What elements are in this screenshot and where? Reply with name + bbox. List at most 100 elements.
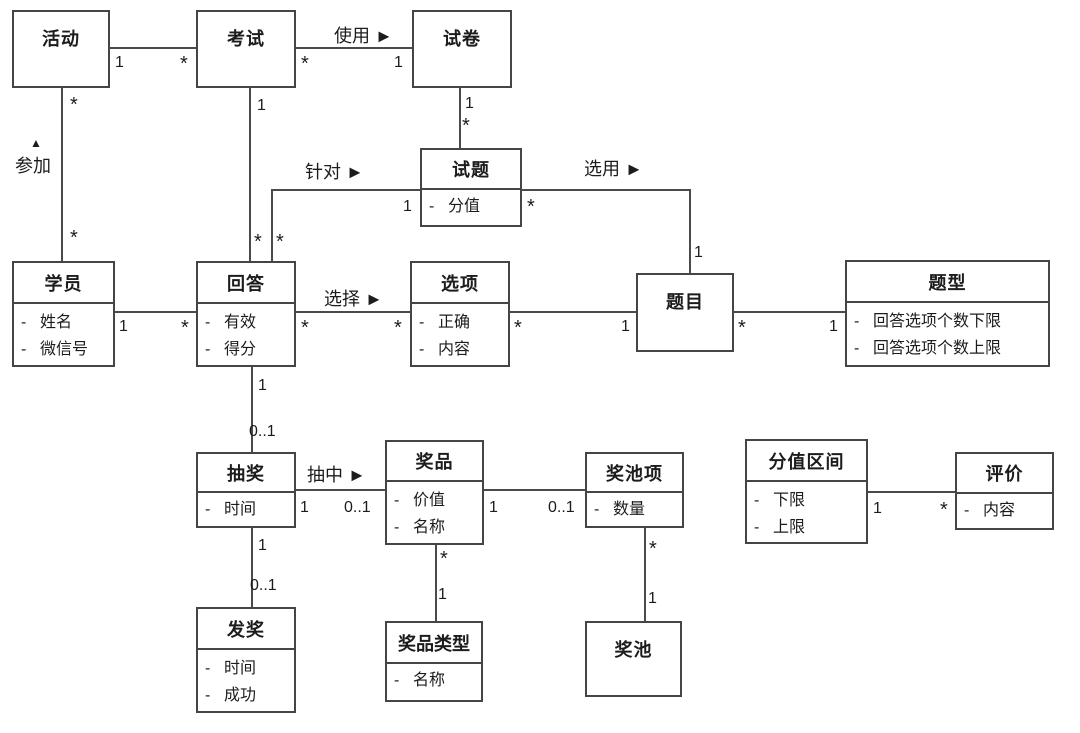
connector-choujiang-fajiang	[251, 528, 253, 607]
multiplicity-huodong-end: 1	[115, 54, 124, 71]
attr-bullet: -	[205, 660, 211, 677]
class-attribute: -得分	[198, 336, 294, 363]
attr-name: 时间	[224, 660, 257, 677]
attr-name: 名称	[413, 519, 446, 536]
multiplicity-shijuan-end: 1	[465, 95, 474, 112]
attr-bullet: -	[21, 314, 27, 331]
attr-bullet: -	[21, 341, 27, 358]
class-attribute: -上限	[747, 514, 866, 541]
association-label-zhendui: 针对 ►	[305, 162, 364, 182]
class-title: 学员	[14, 263, 113, 304]
class-box-jiangchixiang[interactable]: 奖池项 -数量	[585, 452, 684, 528]
class-title: 题目	[666, 292, 704, 312]
class-box-shiti[interactable]: 试题 -分值	[420, 148, 522, 227]
association-label-canjia: 参加	[15, 156, 51, 176]
class-attribute: -数量	[587, 496, 682, 523]
multiplicity-kaoshi-end: *	[301, 53, 309, 75]
class-title: 活动	[42, 29, 80, 49]
multiplicity-xuanxiang-end: *	[514, 317, 522, 339]
multiplicity-pingjia-end: *	[940, 499, 948, 521]
class-box-tixing[interactable]: 题型 -回答选项个数下限 -回答选项个数上限	[845, 260, 1050, 367]
class-box-xuanxiang[interactable]: 选项 -正确 -内容	[410, 261, 510, 367]
class-attribute: -名称	[387, 667, 481, 694]
multiplicity-huida-end: *	[301, 317, 309, 339]
class-box-jiangpinleixing[interactable]: 奖品类型 -名称	[385, 621, 483, 702]
class-box-kaoshi[interactable]: 考试	[196, 10, 296, 88]
attr-bullet: -	[205, 501, 211, 518]
attr-name: 成功	[224, 687, 257, 704]
multiplicity-fajiang-end: 0..1	[250, 577, 277, 594]
class-attribute: -下限	[747, 487, 866, 514]
association-label-chouzhong: 抽中 ►	[307, 465, 366, 485]
class-title: 评价	[957, 454, 1052, 494]
attr-bullet: -	[419, 314, 425, 331]
multiplicity-jiangpinleixing-end: 1	[438, 586, 447, 603]
class-attribute: -时间	[198, 496, 294, 523]
class-box-huida[interactable]: 回答 -有效 -得分	[196, 261, 296, 367]
attr-name: 得分	[224, 341, 257, 358]
attr-bullet: -	[394, 492, 400, 509]
class-box-timu[interactable]: 题目	[636, 273, 734, 352]
multiplicity-tixing-end: 1	[829, 318, 838, 335]
class-attribute: -内容	[412, 336, 508, 363]
multiplicity-jiangpin-end: 1	[489, 499, 498, 516]
class-box-fenzhiqujian[interactable]: 分值区间 -下限 -上限	[745, 439, 868, 544]
class-box-pingjia[interactable]: 评价 -内容	[955, 452, 1054, 530]
connector-huida-xuanxiang	[296, 311, 410, 313]
multiplicity-shiti-end: *	[527, 196, 535, 218]
attr-name: 上限	[773, 519, 806, 536]
attr-name: 正确	[438, 314, 471, 331]
class-attribute: -回答选项个数上限	[847, 335, 1048, 362]
connector-jiangpin-jiangchixiang	[484, 489, 585, 491]
multiplicity-jiangpin-end: *	[440, 548, 448, 570]
attr-bullet: -	[754, 492, 760, 509]
class-attribute: -成功	[198, 682, 294, 709]
multiplicity-jiangchi-end: 1	[648, 590, 657, 607]
class-box-huodong[interactable]: 活动	[12, 10, 110, 88]
connector-xuanxiang-timu	[510, 311, 636, 313]
attr-name: 微信号	[40, 341, 89, 358]
class-title: 奖池项	[587, 454, 682, 493]
attr-name: 名称	[413, 672, 446, 689]
class-title: 试卷	[443, 29, 481, 49]
attr-bullet: -	[205, 341, 211, 358]
class-attribute: -名称	[387, 514, 482, 541]
class-title: 奖品	[387, 442, 482, 482]
class-title: 题型	[847, 262, 1048, 303]
multiplicity-timu-end: *	[738, 317, 746, 339]
multiplicity-timu-end: 1	[694, 244, 703, 261]
class-box-xueyuan[interactable]: 学员 -姓名 -微信号	[12, 261, 115, 367]
connector-timu-tixing	[734, 311, 845, 313]
attr-bullet: -	[754, 519, 760, 536]
attr-name: 回答选项个数下限	[873, 313, 1002, 330]
class-attribute: -时间	[198, 655, 294, 682]
connector-shiti-huida-h	[272, 189, 420, 191]
connector-shiti-huida-v	[271, 189, 273, 261]
class-box-fajiang[interactable]: 发奖 -时间 -成功	[196, 607, 296, 713]
connector-kaoshi-huida	[249, 88, 251, 261]
class-box-choujiang[interactable]: 抽奖 -时间	[196, 452, 296, 528]
class-attribute: -价值	[387, 487, 482, 514]
attr-bullet: -	[854, 313, 860, 330]
connector-kaoshi-shijuan	[296, 47, 412, 49]
attr-name: 回答选项个数上限	[873, 340, 1002, 357]
attr-name: 时间	[224, 501, 257, 518]
class-box-jiangchi[interactable]: 奖池	[585, 621, 682, 697]
connector-jiangpin-jiangpinleixing	[435, 545, 437, 621]
connector-fenzhiqujian-pingjia	[868, 491, 955, 493]
class-box-shijuan[interactable]: 试卷	[412, 10, 512, 88]
multiplicity-timu-end: 1	[621, 318, 630, 335]
multiplicity-kaoshi-end: *	[180, 53, 188, 75]
class-title: 奖池	[614, 640, 653, 660]
attr-bullet: -	[394, 672, 400, 689]
multiplicity-shiti-end: 1	[403, 198, 412, 215]
attr-bullet: -	[854, 340, 860, 357]
direction-marker-up-icon: ▲	[30, 136, 42, 150]
attr-name: 姓名	[40, 314, 73, 331]
class-title: 分值区间	[747, 441, 866, 482]
class-box-jiangpin[interactable]: 奖品 -价值 -名称	[385, 440, 484, 545]
attr-bullet: -	[964, 502, 970, 519]
connector-shijuan-shiti	[459, 88, 461, 148]
multiplicity-shijuan-end: 1	[394, 54, 403, 71]
class-title: 抽奖	[198, 454, 294, 493]
